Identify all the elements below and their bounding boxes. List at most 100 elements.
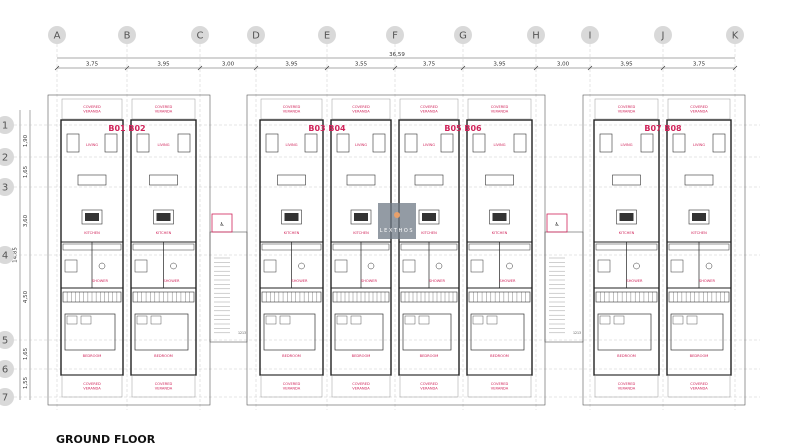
shower-label: SHOWER bbox=[291, 279, 308, 283]
building-walls: ♿1213♿1213 bbox=[47, 94, 746, 406]
living-label: LIVING bbox=[620, 143, 632, 147]
grid-bubble-row-label: 4 bbox=[2, 251, 8, 262]
kitchen-label: KITCHEN bbox=[353, 231, 369, 235]
living-label: LIVING bbox=[423, 143, 435, 147]
grid-bubble-col-label: K bbox=[732, 31, 739, 42]
bed bbox=[470, 313, 525, 351]
column-dimension-label: 3,95 bbox=[285, 62, 298, 68]
veranda-label: VERANDA bbox=[283, 110, 301, 114]
accessible-lift-box bbox=[546, 213, 568, 233]
pillow bbox=[150, 315, 162, 325]
kitchen-counter bbox=[62, 243, 122, 251]
grid-bubble-col-label: D bbox=[252, 31, 260, 42]
veranda-label: VERANDA bbox=[618, 110, 636, 114]
grid-bubble-col-label: H bbox=[532, 31, 540, 42]
veranda-label: COVERED bbox=[491, 382, 509, 386]
veranda-top-outline bbox=[331, 98, 391, 120]
grid-bubble-col-label: B bbox=[124, 31, 131, 42]
shower-label: SHOWER bbox=[499, 279, 516, 283]
bedroom-label: BEDROOM bbox=[83, 354, 102, 358]
pillow bbox=[672, 315, 684, 325]
kitchen-counter bbox=[332, 243, 390, 251]
living-label: LIVING bbox=[493, 143, 505, 147]
shower-tray bbox=[263, 259, 277, 273]
dining-table-top bbox=[354, 213, 368, 221]
shower-tray bbox=[670, 259, 684, 273]
veranda-label: COVERED bbox=[690, 382, 708, 386]
sofa bbox=[414, 174, 444, 186]
toilet bbox=[367, 262, 375, 270]
armchair bbox=[472, 133, 486, 153]
row-dimension-label: 1,65 bbox=[23, 165, 29, 178]
dining-table bbox=[350, 209, 372, 225]
veranda-label: COVERED bbox=[491, 105, 509, 109]
grid-bubble-col-C bbox=[191, 26, 209, 44]
toilet bbox=[705, 262, 713, 270]
bed bbox=[670, 313, 724, 351]
veranda-top-outline bbox=[594, 98, 659, 120]
dining-table bbox=[81, 209, 103, 225]
armchair bbox=[599, 133, 613, 153]
column-dimension-label: 3,75 bbox=[693, 62, 706, 68]
grid-bubble-col-K bbox=[726, 26, 744, 44]
kitchen-counter bbox=[261, 243, 322, 251]
sofa bbox=[612, 174, 641, 186]
sofa bbox=[277, 174, 306, 186]
room-labels: COVERED VERANDA LIVING KITCHEN SHOWER BEDROOM… bbox=[83, 105, 716, 391]
unit-number-label: B05 bbox=[444, 124, 462, 133]
dimension-tick bbox=[124, 65, 130, 71]
column-dimension-label: 3,00 bbox=[222, 62, 235, 68]
armchair bbox=[672, 133, 686, 153]
column-dimension-label: 3,95 bbox=[620, 62, 633, 68]
shower-label: SHOWER bbox=[626, 279, 643, 283]
armchair bbox=[513, 133, 527, 153]
grid-bubble-col-label: J bbox=[661, 31, 665, 42]
veranda-label: VERANDA bbox=[155, 110, 173, 114]
shower-label: SHOWER bbox=[699, 279, 716, 283]
sofa bbox=[485, 174, 514, 186]
toilet bbox=[98, 262, 106, 270]
watermark-logo: LEXTHOS bbox=[378, 203, 416, 239]
armchair bbox=[336, 133, 350, 153]
row-dimension-label: 14,85 bbox=[13, 247, 19, 263]
dimension-tick bbox=[732, 65, 738, 71]
veranda-bottom-outline bbox=[467, 374, 532, 398]
bed bbox=[402, 313, 452, 351]
veranda-label: COVERED bbox=[618, 382, 636, 386]
kitchen-label: KITCHEN bbox=[421, 231, 437, 235]
grid-bubble-col-label: I bbox=[589, 31, 592, 42]
drawing-title: GROUND FLOOR bbox=[56, 433, 156, 446]
accessible-lift-box bbox=[211, 213, 233, 233]
armchair bbox=[177, 133, 191, 153]
grid-bubble-col-J bbox=[654, 26, 672, 44]
grid-bubble-row-7 bbox=[0, 388, 14, 406]
grid-bubble-row-4 bbox=[0, 246, 14, 264]
veranda-top-outline bbox=[260, 98, 323, 120]
grid-bubble-col-H bbox=[527, 26, 545, 44]
sofa bbox=[77, 174, 107, 186]
living-label: LIVING bbox=[693, 143, 705, 147]
toilet bbox=[435, 262, 443, 270]
grid-bubble-row-label: 3 bbox=[2, 183, 8, 194]
bedroom-label: BEDROOM bbox=[490, 354, 509, 358]
unit-number-label: B04 bbox=[328, 124, 346, 133]
column-dimension-label: 3,75 bbox=[86, 62, 99, 68]
dimension-tick bbox=[660, 65, 666, 71]
unit-number-label: B07 bbox=[644, 124, 661, 133]
veranda-label: COVERED bbox=[83, 105, 101, 109]
kitchen-label: KITCHEN bbox=[84, 231, 100, 235]
accessibility-icon: ♿ bbox=[220, 222, 225, 228]
dining-table-top bbox=[85, 213, 99, 221]
pillow bbox=[66, 315, 78, 325]
grid-bubble-row-label: 2 bbox=[2, 153, 8, 164]
bed bbox=[334, 313, 384, 351]
grid-bubble-row-label: 1 bbox=[2, 121, 8, 132]
grid-bubble-row-5 bbox=[0, 331, 14, 349]
dining-table-top bbox=[156, 213, 171, 221]
armchair bbox=[265, 133, 279, 153]
kitchen-counter bbox=[132, 243, 195, 251]
living-label: LIVING bbox=[86, 143, 98, 147]
grid-bubble-col-E bbox=[318, 26, 336, 44]
